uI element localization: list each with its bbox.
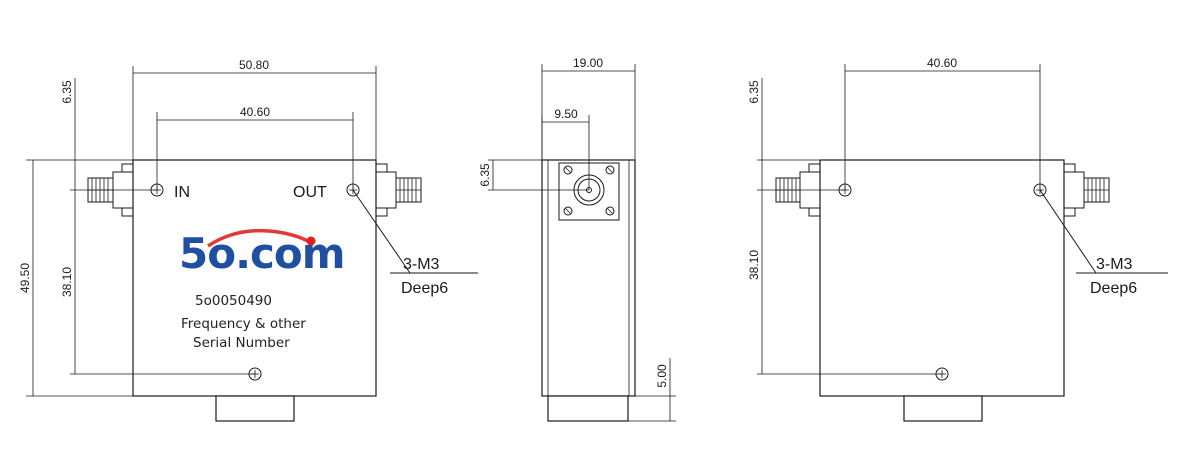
rear-view: 3-M3 Deep6 40.60 6.35 38.10: [747, 56, 1168, 422]
side-body-outline: [541, 159, 636, 397]
dim-side-connector-height: 6.35: [478, 159, 589, 191]
label-out: OUT: [293, 184, 327, 201]
dim-side-width-label: 19.00: [573, 56, 603, 70]
front-bottom-tab: [215, 395, 295, 422]
dim-front-hole-spacing: 40.60: [156, 105, 354, 190]
dim-side-connector-center: 9.50: [541, 107, 590, 190]
dim-front-height: 49.50: [18, 159, 133, 397]
dim-front-vertical: 6.35 38.10: [60, 78, 255, 375]
logo-text: 5o.com: [179, 229, 345, 278]
label-in: IN: [174, 184, 190, 201]
dim-front-overall-width: 50.80: [132, 58, 377, 160]
front-out-connector: [375, 163, 422, 217]
dim-rear-hole-spacing: 40.60: [844, 56, 1041, 190]
rear-thread-depth: Deep6: [1090, 280, 1137, 297]
logo-swoosh: [207, 228, 314, 248]
model-number: 5o0050490: [195, 293, 272, 309]
note-frequency: Frequency & other: [181, 316, 306, 332]
front-thread-leader: [352, 189, 411, 274]
dim-front-overall-width-label: 50.80: [239, 58, 269, 72]
dim-side-base-height-label: 5.00: [655, 364, 669, 388]
dim-side-width: 19.00: [541, 56, 636, 160]
dim-side-connector-center-label: 9.50: [554, 107, 578, 121]
side-view: 19.00 9.50 6.35 5.00: [478, 56, 676, 422]
rear-thread-leader: [1039, 189, 1097, 274]
rear-thread-spec: 3-M3: [1096, 256, 1133, 273]
front-body-outline: [132, 159, 377, 397]
dim-front-top-offset-label: 6.35: [60, 80, 74, 104]
front-view: IN OUT 5o.com 5o0050490 Frequency & othe…: [18, 58, 478, 422]
dim-rear-hole-vertical-label: 38.10: [747, 250, 761, 280]
dim-front-hole-spacing-label: 40.60: [240, 105, 270, 119]
front-thread-spec: 3-M3: [403, 256, 440, 273]
note-serial: Serial Number: [193, 335, 290, 351]
rear-right-connector: [1063, 163, 1110, 217]
rear-body-outline: [819, 159, 1065, 397]
dim-front-height-label: 49.50: [18, 263, 32, 293]
side-bottom-tab: [547, 395, 629, 422]
dim-side-base-height: 5.00: [628, 358, 676, 422]
dim-rear-hole-spacing-label: 40.60: [927, 56, 957, 70]
dim-rear-top-offset-label: 6.35: [747, 80, 761, 104]
brand-logo: 5o.com: [179, 228, 346, 278]
front-thread-depth: Deep6: [401, 280, 448, 297]
rear-bottom-tab: [903, 395, 983, 422]
logo-dot: [306, 236, 316, 246]
dim-front-hole-vertical-label: 38.10: [60, 267, 74, 297]
dim-side-connector-height-label: 6.35: [478, 163, 492, 187]
dim-rear-vertical: 6.35 38.10: [747, 78, 942, 375]
